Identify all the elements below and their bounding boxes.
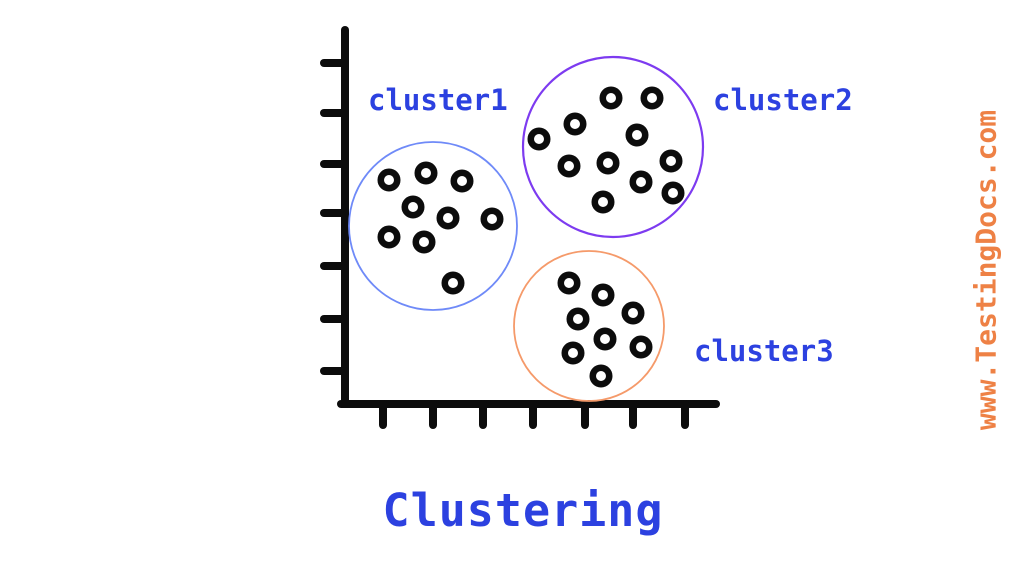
data-point-cluster1 <box>441 271 465 295</box>
data-point-cluster2 <box>625 123 649 147</box>
data-point-cluster1 <box>436 206 460 230</box>
data-point-cluster3 <box>589 364 613 388</box>
data-point-cluster3 <box>593 327 617 351</box>
data-point-cluster1 <box>414 161 438 185</box>
data-point-cluster3 <box>591 283 615 307</box>
data-point-cluster2 <box>557 154 581 178</box>
data-point-cluster1 <box>412 230 436 254</box>
data-point-cluster2 <box>591 190 615 214</box>
data-point-cluster1 <box>450 169 474 193</box>
data-point-cluster1 <box>401 195 425 219</box>
data-point-cluster3 <box>629 335 653 359</box>
data-point-cluster3 <box>561 341 585 365</box>
cluster-outline-cluster3 <box>513 250 665 402</box>
cluster-label-cluster2: cluster2 <box>713 83 853 117</box>
cluster-label-cluster1: cluster1 <box>368 83 508 117</box>
data-point-cluster2 <box>596 151 620 175</box>
data-point-cluster1 <box>480 207 504 231</box>
page-title: Clustering <box>382 484 664 537</box>
data-point-cluster2 <box>659 149 683 173</box>
data-point-cluster3 <box>557 271 581 295</box>
cluster-outline-cluster2 <box>521 55 705 239</box>
data-point-cluster3 <box>621 301 645 325</box>
data-point-cluster2 <box>640 86 664 110</box>
data-point-cluster2 <box>629 170 653 194</box>
data-point-cluster2 <box>563 112 587 136</box>
data-point-cluster2 <box>527 127 551 151</box>
watermark: www.TestingDocs.com <box>969 109 1003 431</box>
cluster-outline-cluster1 <box>348 141 518 311</box>
data-point-cluster3 <box>566 307 590 331</box>
cluster-label-cluster3: cluster3 <box>694 334 834 368</box>
data-point-cluster2 <box>661 181 685 205</box>
data-point-cluster2 <box>599 86 623 110</box>
data-point-cluster1 <box>377 225 401 249</box>
data-point-cluster1 <box>377 168 401 192</box>
